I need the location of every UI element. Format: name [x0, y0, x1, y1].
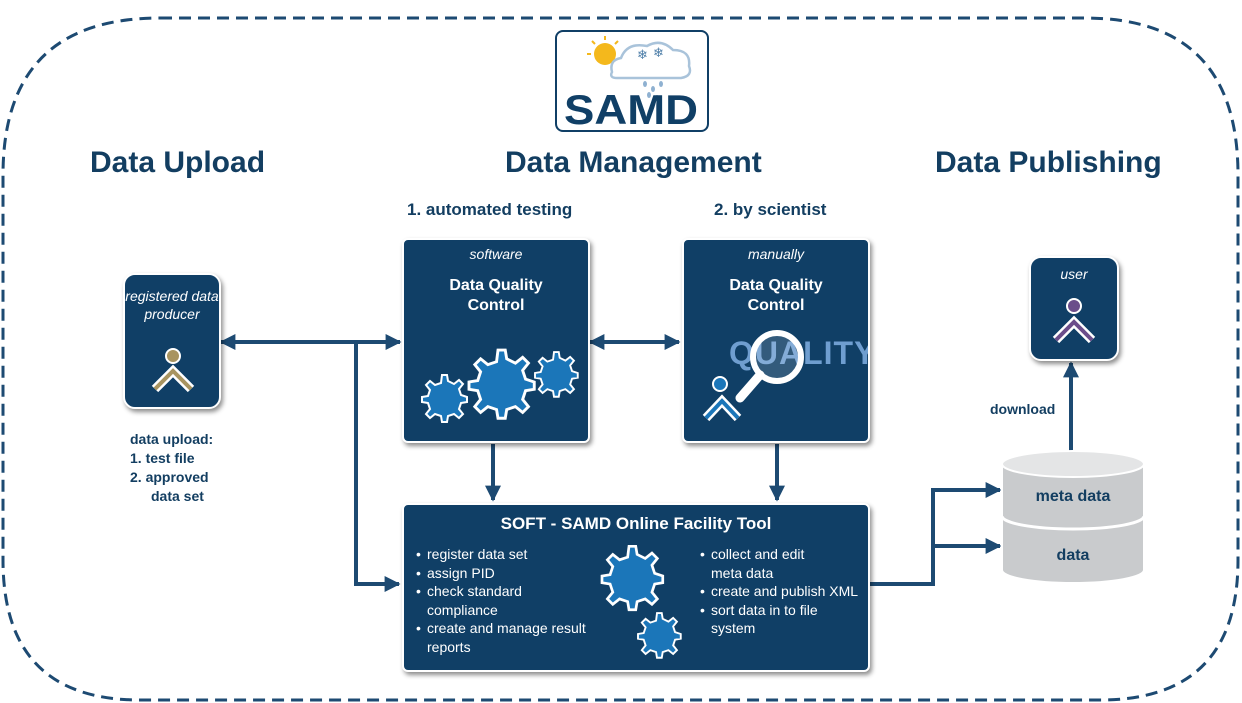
upload-note-item: 2. approved [130, 469, 209, 485]
arrow-soft-to-db [868, 482, 1002, 586]
upload-notes: data upload: 1. test file 2. approved da… [130, 430, 213, 506]
heading-data-publishing: Data Publishing [935, 146, 1162, 179]
step-by-scientist: 2. by scientist [714, 200, 827, 219]
upload-notes-title: data upload: [130, 431, 214, 447]
producer-person-icon [151, 348, 195, 393]
outer-dashed-boundary [1, 16, 1240, 702]
heading-data-upload: Data Upload [90, 146, 266, 179]
producer-label: registered data producer [125, 288, 219, 322]
soft-left-list: register data set assign PID check stand… [416, 545, 611, 656]
svg-text:❄: ❄ [637, 48, 648, 63]
database-icon [1000, 450, 1146, 584]
upload-note-item: 1. test file [130, 450, 195, 466]
user-person-icon [1052, 298, 1096, 344]
user-box: user [1029, 256, 1119, 361]
soft-right-item: sort data in to file system [700, 601, 839, 638]
registered-producer-box: registered data producer [123, 273, 221, 409]
upload-note-item: data set [151, 488, 204, 504]
dqc-manual-title-line1: Data Quality [729, 277, 823, 294]
samd-logo-graphic: ❄ ❄ SAMD [564, 36, 698, 130]
dqc-software-title-line1: Data Quality [449, 277, 543, 294]
dqc-manual-mode: manually [747, 246, 805, 262]
soft-left-item: check standard compliance [416, 582, 537, 619]
dqc-manual-title-line2: Control [747, 297, 805, 314]
soft-box: SOFT - SAMD Online Facility Tool registe… [402, 503, 870, 672]
samd-logo-text: SAMD [564, 86, 698, 130]
samd-logo: ❄ ❄ SAMD [555, 30, 709, 132]
soft-title: SOFT - SAMD Online Facility Tool [500, 514, 772, 533]
gears-icon [421, 348, 579, 423]
soft-left-item: register data set [416, 545, 611, 564]
soft-right-item: collect and edit meta data [700, 545, 836, 582]
arrow-branch-to-soft [354, 342, 401, 592]
meta-data-label: meta data [1035, 488, 1111, 505]
soft-right-item: create and publish XML [700, 582, 861, 601]
soft-right-list: collect and edit meta data create and pu… [700, 545, 860, 638]
soft-left-item: assign PID [416, 564, 611, 583]
data-label: data [1056, 547, 1090, 564]
dqc-software-mode: software [469, 246, 523, 262]
dqc-software-title-line2: Control [467, 297, 525, 314]
svg-text:❄: ❄ [653, 46, 664, 61]
dqc-manual-box: manually Data Quality Control QUALITY [682, 238, 870, 443]
step-automated-testing: 1. automated testing [407, 200, 573, 219]
soft-left-item: create and manage result reports [416, 619, 611, 656]
dqc-software-box: software Data Quality Control [402, 238, 590, 443]
soft-gears-icon [600, 544, 682, 659]
download-label: download [990, 401, 1056, 417]
user-label: user [1060, 266, 1088, 282]
magnifier-scientist-icon [702, 330, 804, 422]
heading-data-management: Data Management [505, 146, 762, 179]
